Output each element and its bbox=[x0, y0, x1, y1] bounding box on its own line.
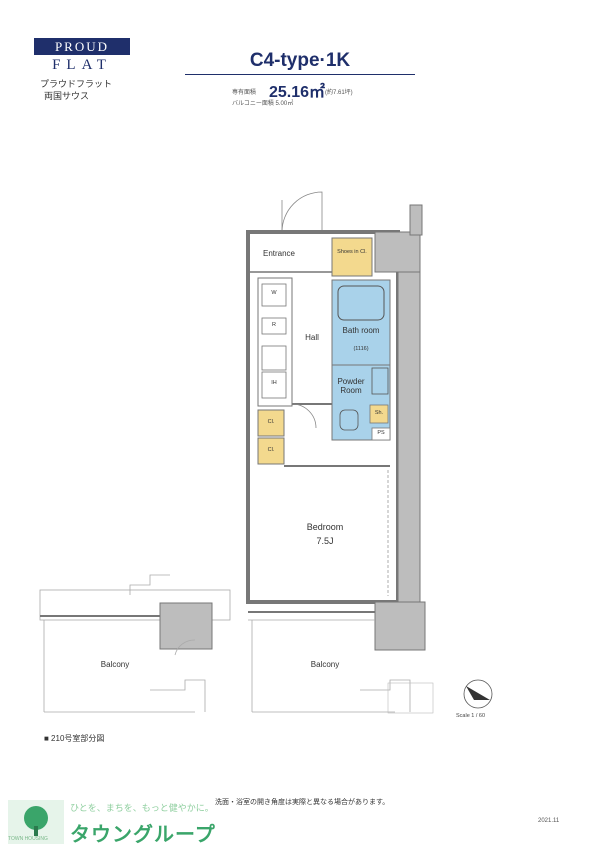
company-tagline: ひとを、まちを、もっと健やかに。 bbox=[70, 803, 214, 813]
label-stove: IH bbox=[271, 380, 277, 386]
bathroom bbox=[331, 279, 391, 366]
kitchen-counter bbox=[257, 277, 293, 407]
label-bedroom-size: 7.5J bbox=[316, 536, 334, 546]
powder-room bbox=[331, 364, 391, 441]
brand-kana: プラウドフラット bbox=[40, 79, 113, 89]
brand-location: 両国サウス bbox=[44, 91, 90, 101]
compass-icon bbox=[463, 679, 493, 709]
floor-note: ■ 210号室部分図 bbox=[44, 734, 105, 743]
label-ps: PS bbox=[377, 430, 385, 436]
label-bathroom: Bath room bbox=[342, 326, 380, 335]
label-powder-room: Powder Room bbox=[337, 377, 365, 395]
scale-label: Scale 1 / 60 bbox=[456, 713, 486, 719]
toilet bbox=[339, 409, 359, 431]
brand-logo-proud: PROUD bbox=[34, 38, 130, 55]
structural-column bbox=[397, 231, 421, 603]
balcony-area: バルコニー面積 5.00㎡ bbox=[232, 101, 294, 107]
label-hall: Hall bbox=[305, 333, 319, 342]
bathtub bbox=[337, 285, 385, 321]
label-bedroom: Bedroom bbox=[306, 522, 344, 532]
title-divider bbox=[185, 74, 415, 75]
date-label: 2021.11 bbox=[538, 818, 560, 824]
company-sub: TOWN HOUSING bbox=[8, 836, 48, 842]
label-fridge: R bbox=[272, 322, 276, 328]
area-value: 25.16㎡ bbox=[269, 84, 326, 101]
closet-1 bbox=[257, 409, 285, 437]
company-name: タウングループ bbox=[70, 824, 216, 846]
area-tsubo: (約7.61坪) bbox=[325, 90, 353, 96]
label-balcony-right: Balcony bbox=[310, 660, 340, 669]
label-closet-2: Cl. bbox=[267, 447, 275, 453]
label-entrance: Entrance bbox=[262, 249, 296, 258]
closet-2 bbox=[257, 437, 285, 465]
partial-unit-210 bbox=[39, 589, 231, 621]
shoes-in-closet bbox=[331, 237, 373, 277]
door-swing bbox=[281, 191, 323, 233]
label-closet-1: Cl. bbox=[267, 419, 275, 425]
label-shoes-in-closet: Shoes in Cl. bbox=[337, 249, 367, 255]
label-bath-size: (1116) bbox=[353, 346, 369, 352]
disclaimer: 洗面・浴室の開き角度は実際と異なる場合があります。 bbox=[215, 799, 390, 806]
unit-type-title: C4-type·1K bbox=[249, 50, 351, 71]
label-shoes-small: Sh. bbox=[374, 410, 384, 416]
label-balcony-left: Balcony bbox=[100, 660, 130, 669]
company-logo-icon bbox=[8, 800, 64, 844]
brand-logo-flat: FLAT bbox=[52, 57, 112, 73]
area-label: 専有面積 bbox=[232, 90, 257, 96]
label-washer: W bbox=[271, 290, 277, 296]
